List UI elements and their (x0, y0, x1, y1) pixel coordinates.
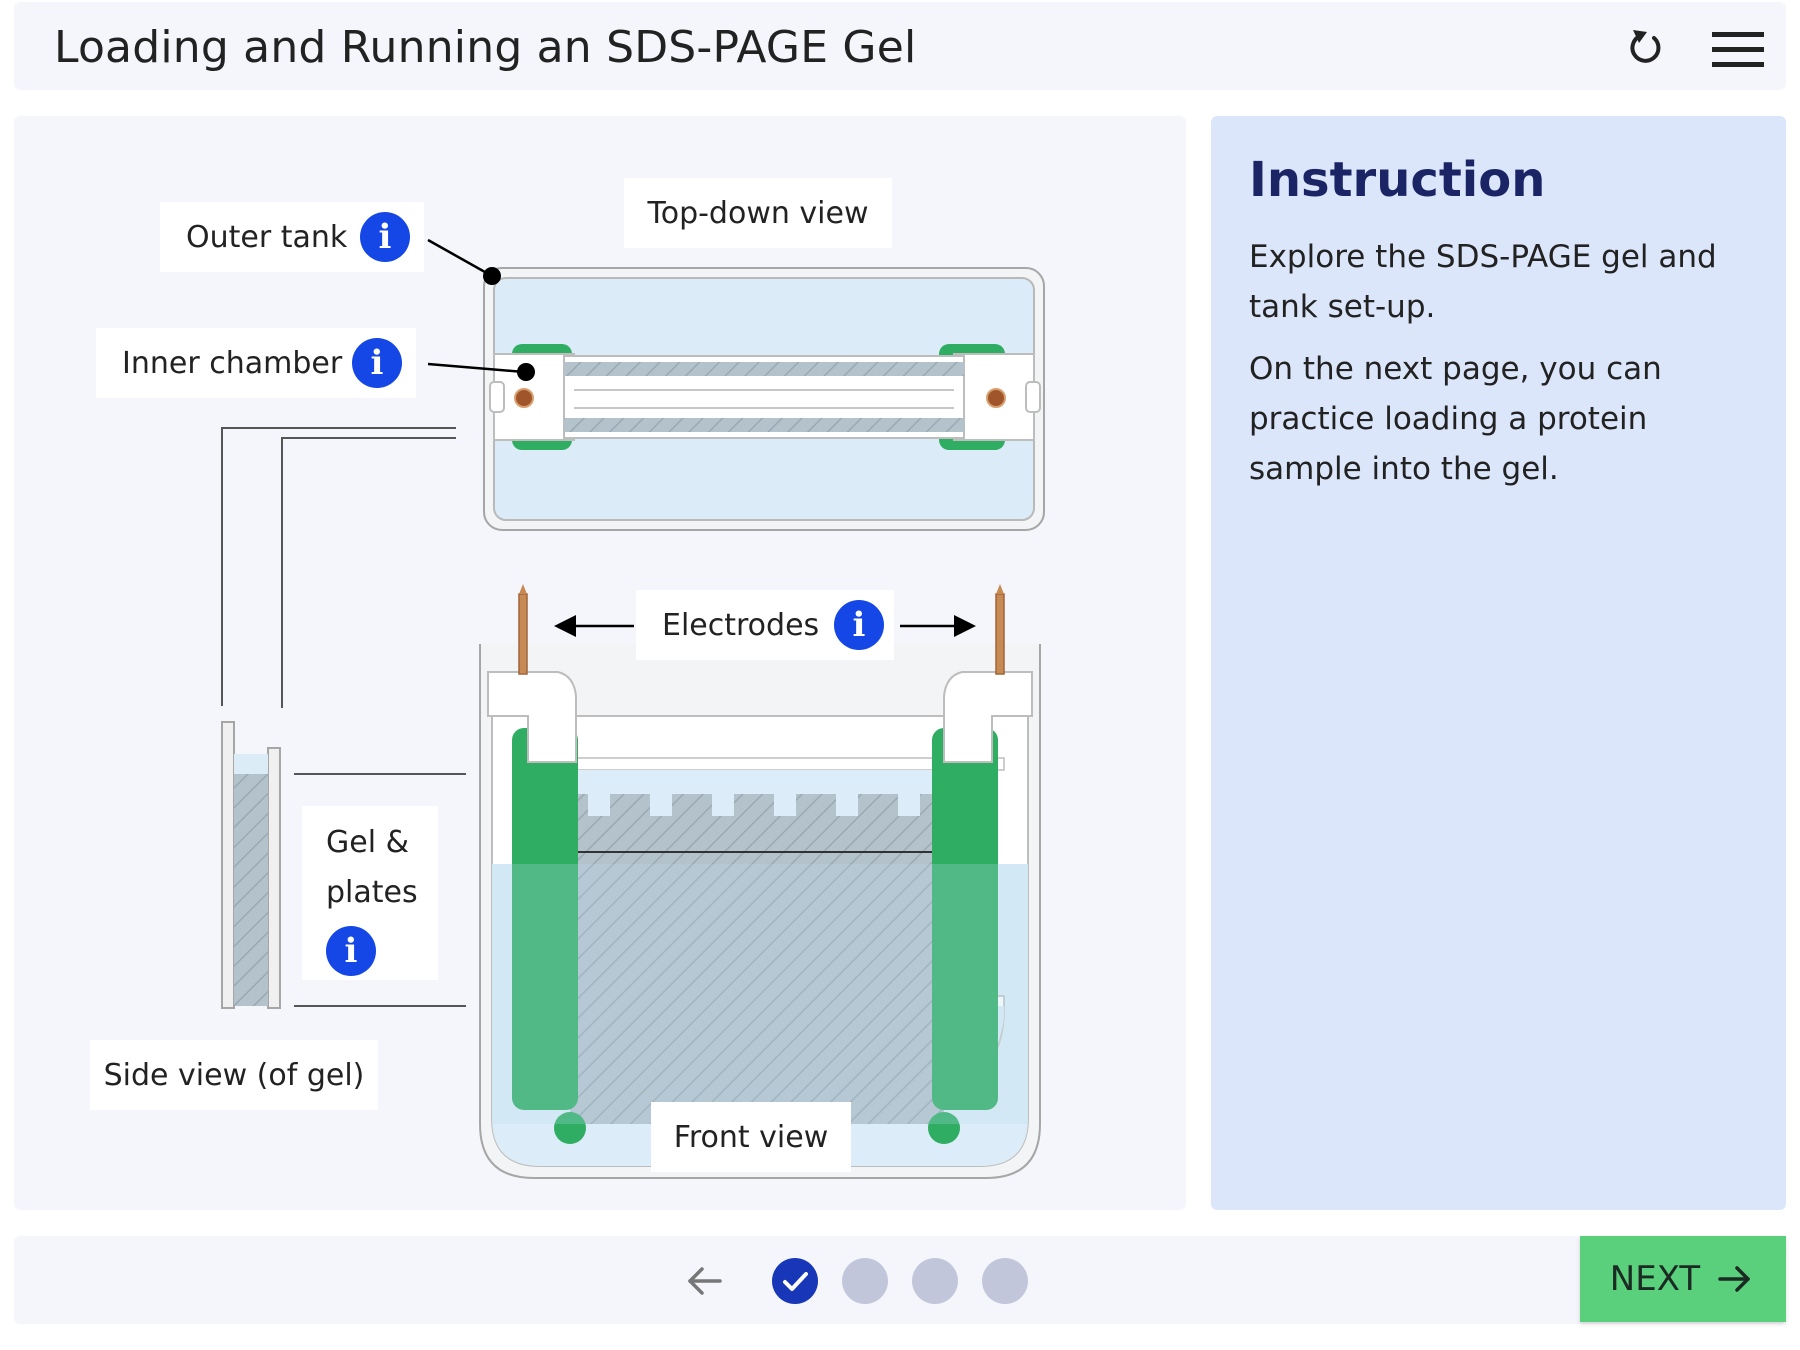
electrodes-info-icon[interactable]: i (834, 600, 884, 650)
header-bar: Loading and Running an SDS-PAGE Gel (14, 2, 1786, 90)
page-title: Loading and Running an SDS-PAGE Gel (54, 22, 917, 73)
top-down-view-label: Top-down view (624, 178, 892, 248)
top-down-view (483, 267, 1045, 531)
step-indicator-3[interactable] (912, 1258, 958, 1304)
back-arrow-icon (688, 1267, 722, 1295)
outer-tank-text: Outer tank (186, 219, 348, 255)
next-label: NEXT (1609, 1259, 1701, 1299)
next-button[interactable]: NEXT (1580, 1236, 1786, 1322)
outer-tank-info-icon[interactable]: i (360, 212, 410, 262)
inner-chamber-info-icon[interactable]: i (352, 338, 402, 388)
front-view-label: Front view (651, 1102, 851, 1172)
step-indicator-1-completed[interactable] (772, 1258, 818, 1304)
inner-chamber-text: Inner chamber (122, 345, 343, 381)
gel-plates-text-2: plates (326, 875, 418, 910)
checkmark-icon (783, 1272, 808, 1291)
side-view-label: Side view (of gel) (90, 1040, 378, 1110)
back-button[interactable] (682, 1258, 728, 1304)
instruction-panel: Instruction Explore the SDS-PAGE gel and… (1211, 116, 1786, 1210)
top-down-view-text: Top-down view (647, 195, 869, 231)
instruction-paragraph-2: On the next page, you can practice loadi… (1249, 351, 1662, 487)
gel-plates-info-icon[interactable]: i (326, 926, 376, 976)
footer-nav (14, 1236, 1786, 1324)
reset-icon (1630, 30, 1661, 63)
tank-diagram (221, 238, 1045, 1179)
front-view (479, 584, 1041, 1179)
reset-button[interactable] (1618, 20, 1674, 76)
hamburger-menu-icon (1712, 32, 1764, 67)
menu-button[interactable] (1706, 20, 1770, 76)
side-view-text: Side view (of gel) (103, 1057, 365, 1093)
arrow-right-icon (1718, 1266, 1750, 1292)
diagram-area: Outer tank i Top-down view Inner chamber… (14, 116, 1186, 1210)
instruction-heading: Instruction (1249, 152, 1546, 208)
gel-plates-text-1: Gel & (326, 825, 409, 860)
electrodes-label: Electrodes i (636, 590, 894, 660)
gel-plates-label: Gel & plates i (302, 806, 438, 980)
outer-tank-label: Outer tank i (160, 202, 424, 272)
electrodes-text: Electrodes (662, 607, 820, 643)
step-indicator-4[interactable] (982, 1258, 1028, 1304)
inner-chamber-label: Inner chamber i (96, 328, 416, 398)
instruction-paragraph-1: Explore the SDS-PAGE gel and tank set-up… (1249, 239, 1717, 325)
front-view-text: Front view (673, 1119, 829, 1155)
side-view-gel (221, 721, 281, 1009)
step-indicator-2[interactable] (842, 1258, 888, 1304)
